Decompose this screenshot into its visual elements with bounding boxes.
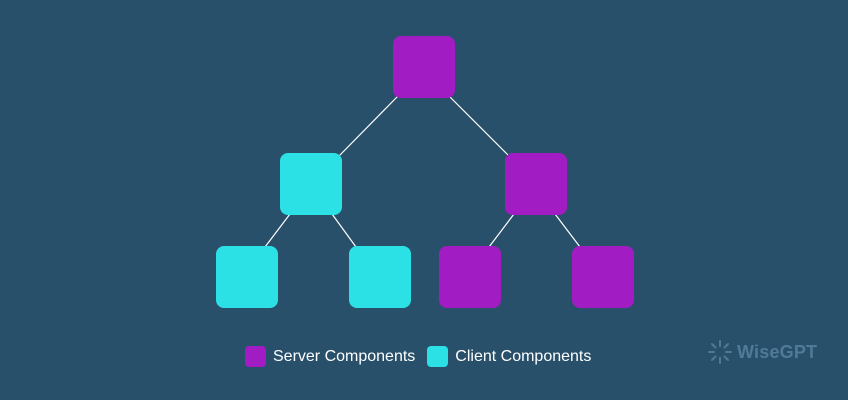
node-leaf-1-client xyxy=(216,246,278,308)
node-leaf-2-client xyxy=(349,246,411,308)
legend: Server Components Client Components xyxy=(245,346,603,367)
watermark-text: WiseGPT xyxy=(737,341,818,362)
node-leaf-4-server xyxy=(572,246,634,308)
wisegpt-logo-icon xyxy=(708,340,732,364)
node-leaf-3-server xyxy=(439,246,501,308)
edge-root-mid-right xyxy=(448,95,509,156)
node-root-server xyxy=(393,36,455,98)
legend-server-label: Server Components xyxy=(273,347,416,365)
node-mid-right-server xyxy=(505,153,567,215)
server-swatch xyxy=(245,346,266,367)
watermark: WiseGPT xyxy=(707,339,817,365)
edge-mid-left-leaf-2 xyxy=(331,213,357,248)
legend-item-server: Server Components xyxy=(245,346,415,367)
legend-item-client: Client Components xyxy=(427,346,591,367)
client-swatch xyxy=(427,346,449,367)
edge-mid-right-leaf-4 xyxy=(554,213,581,248)
edge-mid-right-leaf-3 xyxy=(488,213,515,248)
node-mid-left-client xyxy=(280,153,342,215)
edge-root-mid-left xyxy=(339,95,399,156)
edge-mid-left-leaf-1 xyxy=(264,213,291,248)
legend-client-label: Client Components xyxy=(455,347,592,365)
